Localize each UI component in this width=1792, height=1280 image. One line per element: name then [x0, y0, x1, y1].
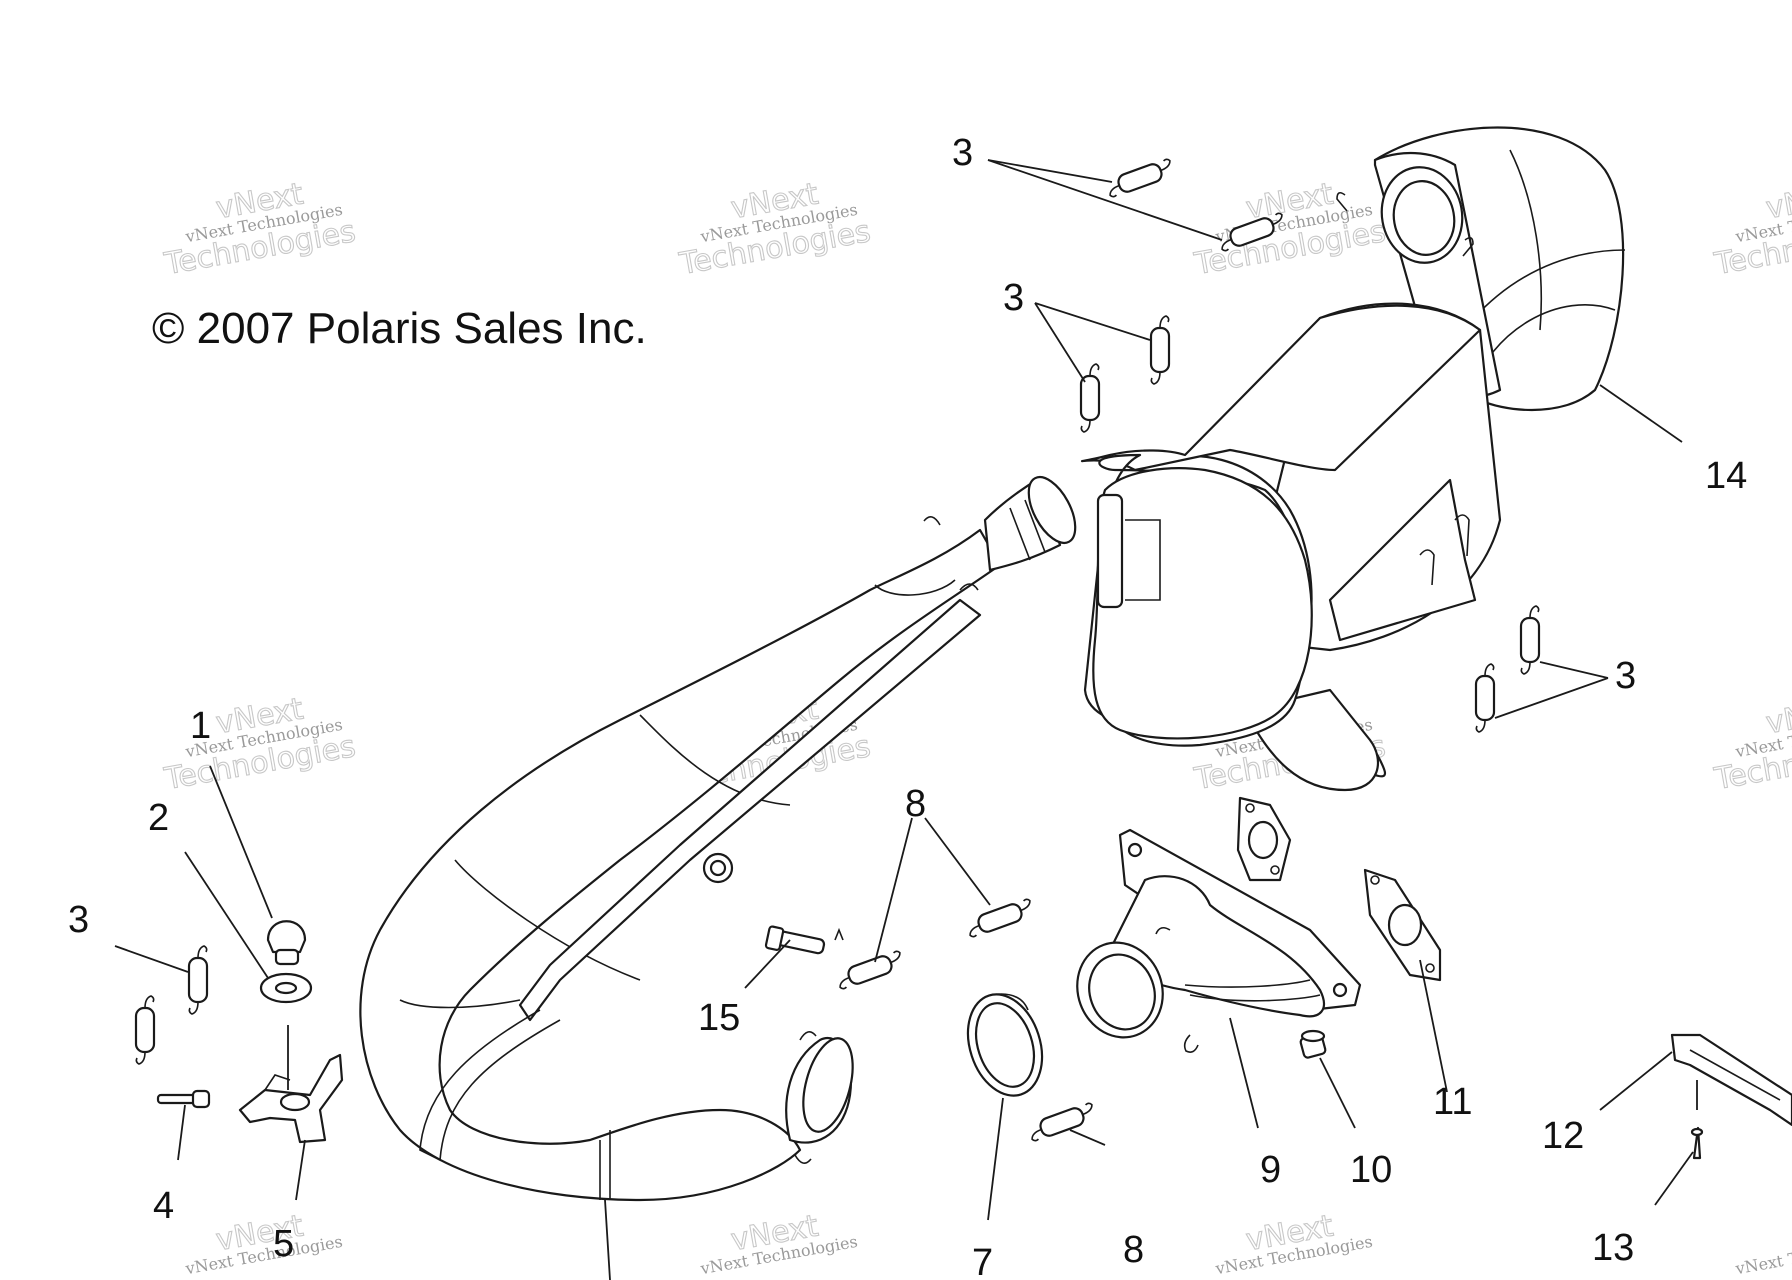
- watermark: vNext vNext Technologies Technologies: [1711, 176, 1792, 283]
- callout-10: 10: [1350, 1149, 1392, 1191]
- spring-part-3: [1079, 362, 1101, 434]
- watermark: vNext vNext Technologies Technologies: [676, 176, 874, 283]
- copyright-text: © 2007 Polaris Sales Inc.: [152, 304, 647, 353]
- washer-part-2: [259, 972, 313, 1004]
- bracket-part-12: [1670, 1033, 1792, 1127]
- watermark: vNext vNext Technologies: [698, 1208, 859, 1278]
- callout-5: 5: [273, 1223, 294, 1265]
- callout-3: 3: [68, 899, 89, 941]
- spring-part-3: [1519, 604, 1541, 676]
- watermark: vNext vNext Technologies Technologies: [1191, 176, 1389, 283]
- spring-part-3: [134, 994, 156, 1066]
- callout-3: 3: [952, 132, 973, 174]
- callout-12: 12: [1542, 1115, 1584, 1157]
- callout-3: 3: [1615, 655, 1636, 697]
- spring-part-8: [833, 948, 907, 992]
- manifold-part-9: [1076, 828, 1362, 1053]
- watermark: vNext vNext Technologies Technologies: [161, 176, 359, 283]
- cap-part-1: [266, 920, 307, 966]
- watermark: vNext Technologies: [1733, 1232, 1792, 1278]
- svg-text:vNext Technologies: vNext Technologies: [1733, 1232, 1792, 1278]
- bracket-part-5: [238, 1053, 344, 1144]
- pin-part-13: [1690, 1126, 1704, 1160]
- callout-9: 9: [1260, 1149, 1281, 1191]
- callout-3: 3: [1003, 277, 1024, 319]
- callout-8: 8: [1123, 1229, 1144, 1271]
- callout-8: 8: [905, 783, 926, 825]
- bolt-part-4: [156, 1089, 211, 1109]
- callout-13: 13: [1592, 1227, 1634, 1269]
- watermark: vNext vNext Technologies Technologies: [161, 691, 359, 798]
- gasket-part-11-a: [1236, 796, 1292, 882]
- callout-11: 11: [1433, 1081, 1472, 1123]
- callout-1: 1: [190, 705, 211, 747]
- callout-4: 4: [153, 1185, 174, 1227]
- seal-ring-part-7: [966, 993, 1044, 1097]
- expansion-chamber: [359, 476, 1077, 1202]
- leader-lines: [114, 159, 1698, 1280]
- muffler-part-14: [1081, 126, 1626, 792]
- watermark: vNext vNext Technologies: [1213, 1208, 1374, 1278]
- watermark: vNext vNext Technologies: [183, 1208, 344, 1278]
- spring-part-8: [1025, 1100, 1099, 1144]
- callout-15: 15: [698, 997, 740, 1039]
- spring-part-3: [1474, 662, 1496, 734]
- spring-part-3: [1149, 314, 1171, 386]
- spring-part-3: [1103, 156, 1177, 200]
- gasket-part-11-b: [1363, 868, 1442, 982]
- spring-part-3: [187, 944, 209, 1016]
- nut-part-10: [1299, 1029, 1327, 1059]
- callout-labels: 3 3 3 3 14 1 2 4 5 8 15 7 8 9 10 11 12 1…: [68, 132, 1747, 1280]
- watermark: vNext vNext Technologies Technologies: [1711, 691, 1792, 798]
- stud-part-15: [764, 925, 844, 955]
- callout-2: 2: [148, 797, 169, 839]
- callout-14: 14: [1705, 455, 1747, 497]
- spring-part-8: [963, 896, 1037, 940]
- callout-7: 7: [972, 1242, 993, 1280]
